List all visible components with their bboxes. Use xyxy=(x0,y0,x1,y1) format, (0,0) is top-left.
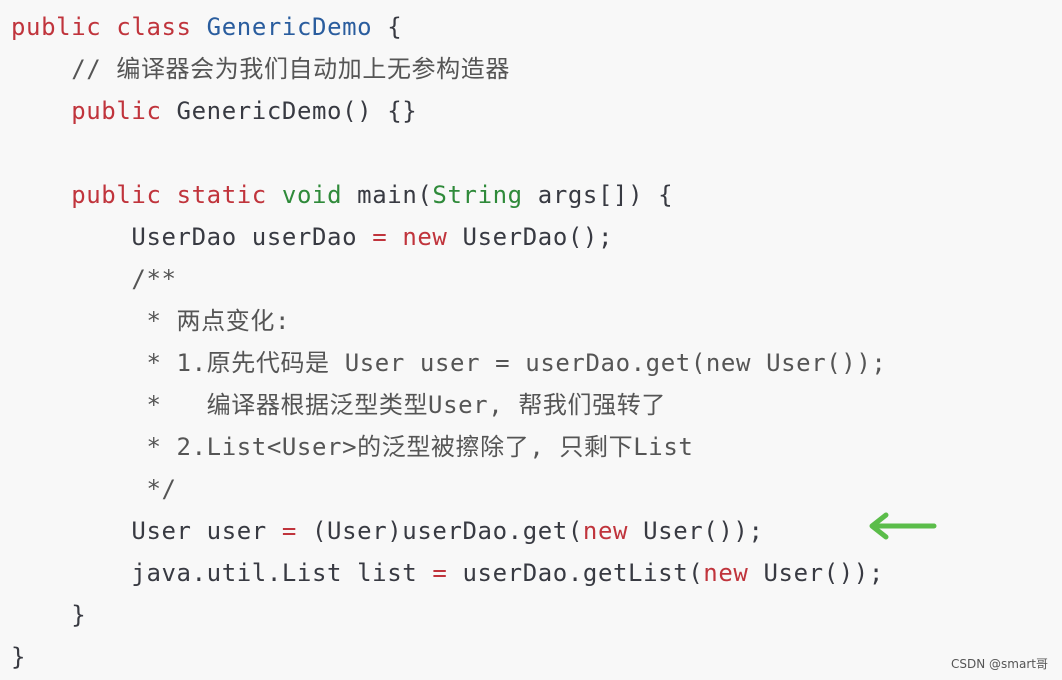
code-token: * 两点变化: xyxy=(11,307,290,335)
code-line: * 两点变化: xyxy=(11,300,1062,342)
code-line: /** xyxy=(11,258,1062,300)
code-token: (User)userDao.get( xyxy=(296,517,583,545)
code-token: * 编译器根据泛型类型User, 帮我们强转了 xyxy=(11,391,666,419)
code-token: new xyxy=(703,559,749,587)
watermark: CSDN @smart哥 xyxy=(951,657,1048,671)
left-arrow-icon xyxy=(869,512,937,540)
code-line: UserDao userDao = new UserDao(); xyxy=(11,216,1062,258)
code-token: } xyxy=(11,643,27,671)
code-token: class xyxy=(116,13,192,41)
code-token: = xyxy=(372,223,388,251)
code-line: * 1.原先代码是 User user = userDao.get(new Us… xyxy=(11,342,1062,384)
code-line xyxy=(11,132,1062,174)
code-line: } xyxy=(11,636,1062,678)
code-token: new xyxy=(402,223,448,251)
code-line: } xyxy=(11,594,1062,636)
code-token: */ xyxy=(11,475,177,503)
code-token: User user xyxy=(11,517,282,545)
code-line: * 2.List<User>的泛型被擦除了, 只剩下List xyxy=(11,426,1062,468)
code-token: new xyxy=(582,517,629,545)
code-token xyxy=(162,181,177,209)
code-token: User()); xyxy=(628,517,764,545)
code-token xyxy=(192,13,207,41)
code-token: void xyxy=(281,181,343,209)
code-line: User user = (User)userDao.get(new User()… xyxy=(11,510,1062,552)
code-token: User()); xyxy=(748,559,884,587)
code-line: public class GenericDemo { xyxy=(11,6,1062,48)
code-token xyxy=(267,181,282,209)
code-token xyxy=(11,97,71,125)
code-token: String xyxy=(432,181,523,209)
code-token: UserDao userDao xyxy=(11,223,373,251)
code-token: static xyxy=(176,181,267,209)
code-token: } xyxy=(11,601,87,629)
code-line: public static void main(String args[]) { xyxy=(11,174,1062,216)
code-token: public xyxy=(71,97,162,125)
code-line: public GenericDemo() {} xyxy=(11,90,1062,132)
code-token: public xyxy=(71,181,162,209)
code-token: * 1.原先代码是 User user = userDao.get(new Us… xyxy=(11,349,887,377)
code-token: // 编译器会为我们自动加上无参构造器 xyxy=(11,55,510,83)
code-token: = xyxy=(281,517,297,545)
code-line: * 编译器根据泛型类型User, 帮我们强转了 xyxy=(11,384,1062,426)
code-line: // 编译器会为我们自动加上无参构造器 xyxy=(11,48,1062,90)
code-token: args[]) { xyxy=(522,181,674,209)
code-line: java.util.List list = userDao.getList(ne… xyxy=(11,552,1062,594)
code-token: { xyxy=(372,13,403,41)
code-token: GenericDemo xyxy=(206,13,373,41)
code-token xyxy=(387,223,402,251)
code-token: public xyxy=(11,13,102,41)
code-token xyxy=(11,181,71,209)
code-lines: public class GenericDemo { // 编译器会为我们自动加… xyxy=(11,6,1062,678)
code-token: userDao.getList( xyxy=(447,559,704,587)
code-token: = xyxy=(432,559,448,587)
code-token: java.util.List list xyxy=(11,559,433,587)
code-token xyxy=(101,13,116,41)
code-token: GenericDemo() {} xyxy=(161,97,418,125)
code-token: /** xyxy=(11,265,177,293)
code-token: main( xyxy=(342,181,433,209)
code-token: UserDao(); xyxy=(447,223,614,251)
code-line: */ xyxy=(11,468,1062,510)
code-token: * 2.List<User>的泛型被擦除了, 只剩下List xyxy=(11,433,694,461)
